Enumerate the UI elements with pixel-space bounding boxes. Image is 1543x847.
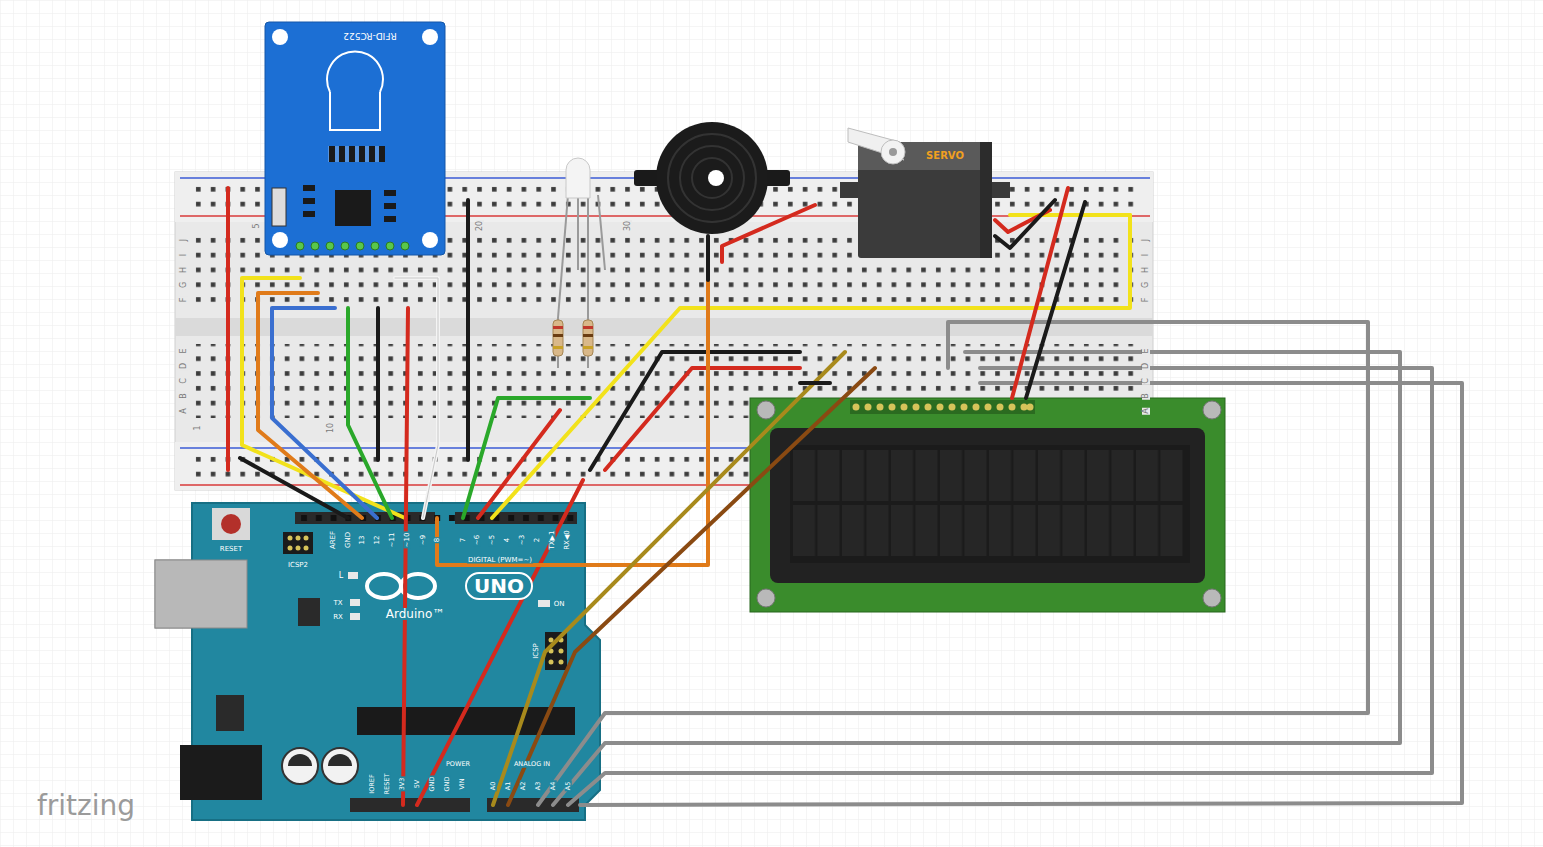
header-label: POWER [445, 761, 471, 768]
pin-label: ~9 [420, 534, 427, 546]
row-letter: J [180, 238, 188, 242]
pin-label: 12 [374, 535, 381, 546]
watermark: fritzing [36, 792, 136, 820]
pin-label: 3V3 [399, 777, 406, 792]
row-letter: B [180, 392, 188, 400]
header-label: DIGITAL (PWM=~) [467, 557, 533, 564]
row-letter: F [1142, 296, 1150, 303]
pin-label: 5V [414, 779, 421, 790]
led-resistors [553, 158, 605, 368]
pin-label: A4 [550, 781, 557, 792]
row-letter: G [180, 281, 188, 289]
board-label: ICSP [533, 642, 540, 660]
row-letter: G [1142, 281, 1150, 289]
pin-label: GND [444, 776, 451, 793]
buzzer [634, 122, 790, 234]
led-label: TX [332, 600, 343, 607]
column-number: 1 [194, 424, 202, 431]
column-number: 5 [253, 222, 261, 229]
pin-label: RESET [384, 773, 391, 796]
brand-name: Arduino™ [385, 608, 445, 620]
led-label: L [338, 572, 344, 580]
wires [228, 188, 1462, 805]
row-letter: A [180, 407, 188, 414]
lcd-display [750, 398, 1225, 612]
part-name: RFID-RC522 [342, 31, 398, 40]
column-number: 10 [327, 422, 335, 434]
header-label: ANALOG IN [513, 761, 551, 768]
pin-label: ~5 [489, 534, 496, 546]
part-name: UNO [465, 572, 533, 600]
board-label: ICSP2 [287, 562, 309, 569]
column-number: 20 [476, 220, 484, 232]
row-letter: H [1142, 266, 1150, 274]
pin-label: 2 [534, 537, 541, 543]
pin-label: IOREF [369, 773, 376, 794]
row-letter: E [180, 348, 188, 355]
servo-motor: SERVO [858, 142, 992, 258]
pin-label: GND [429, 776, 436, 793]
pin-label: ~11 [389, 532, 396, 549]
pin-label: GND [345, 531, 352, 549]
pin-label: VIN [459, 777, 466, 790]
pin-label: A1 [505, 781, 512, 792]
row-letter: H [180, 266, 188, 274]
row-letter: C [180, 377, 188, 385]
servo-motor [840, 128, 1010, 258]
row-letter: I [180, 253, 188, 257]
pin-label: ~6 [474, 534, 481, 546]
row-letter: D [1142, 362, 1150, 370]
column-number: 30 [624, 220, 632, 232]
rfid-module [265, 22, 445, 255]
arduino-board [155, 503, 600, 820]
pin-label: RX◀0 [564, 529, 571, 551]
rfid-module: RFID-RC522 [265, 22, 445, 255]
row-letter: D [180, 362, 188, 370]
row-letter: A [1142, 407, 1150, 414]
led-label: ON [553, 601, 566, 608]
pin-label: ~3 [519, 534, 526, 546]
pin-label: 4 [504, 537, 511, 543]
pin-label: A2 [520, 781, 527, 792]
row-letter: J [1142, 238, 1150, 242]
part-name: SERVO [925, 151, 965, 161]
row-letter: C [1142, 377, 1150, 385]
row-letter: I [1142, 253, 1150, 257]
row-letter: B [1142, 392, 1150, 400]
pin-label: 7 [460, 537, 467, 543]
row-letter: F [180, 296, 188, 303]
row-letter: E [1142, 348, 1150, 355]
pin-label: ~10 [404, 532, 411, 549]
pin-label: A0 [490, 781, 497, 792]
pin-label: TX▶1 [549, 530, 556, 551]
pin-label: AREF [330, 530, 337, 550]
led-label: RX [332, 614, 344, 621]
pin-label: 13 [359, 535, 366, 546]
board-label: RESET [219, 546, 243, 553]
pin-label: 8 [434, 537, 441, 543]
pin-label: A5 [565, 781, 572, 792]
pin-label: A3 [535, 781, 542, 792]
